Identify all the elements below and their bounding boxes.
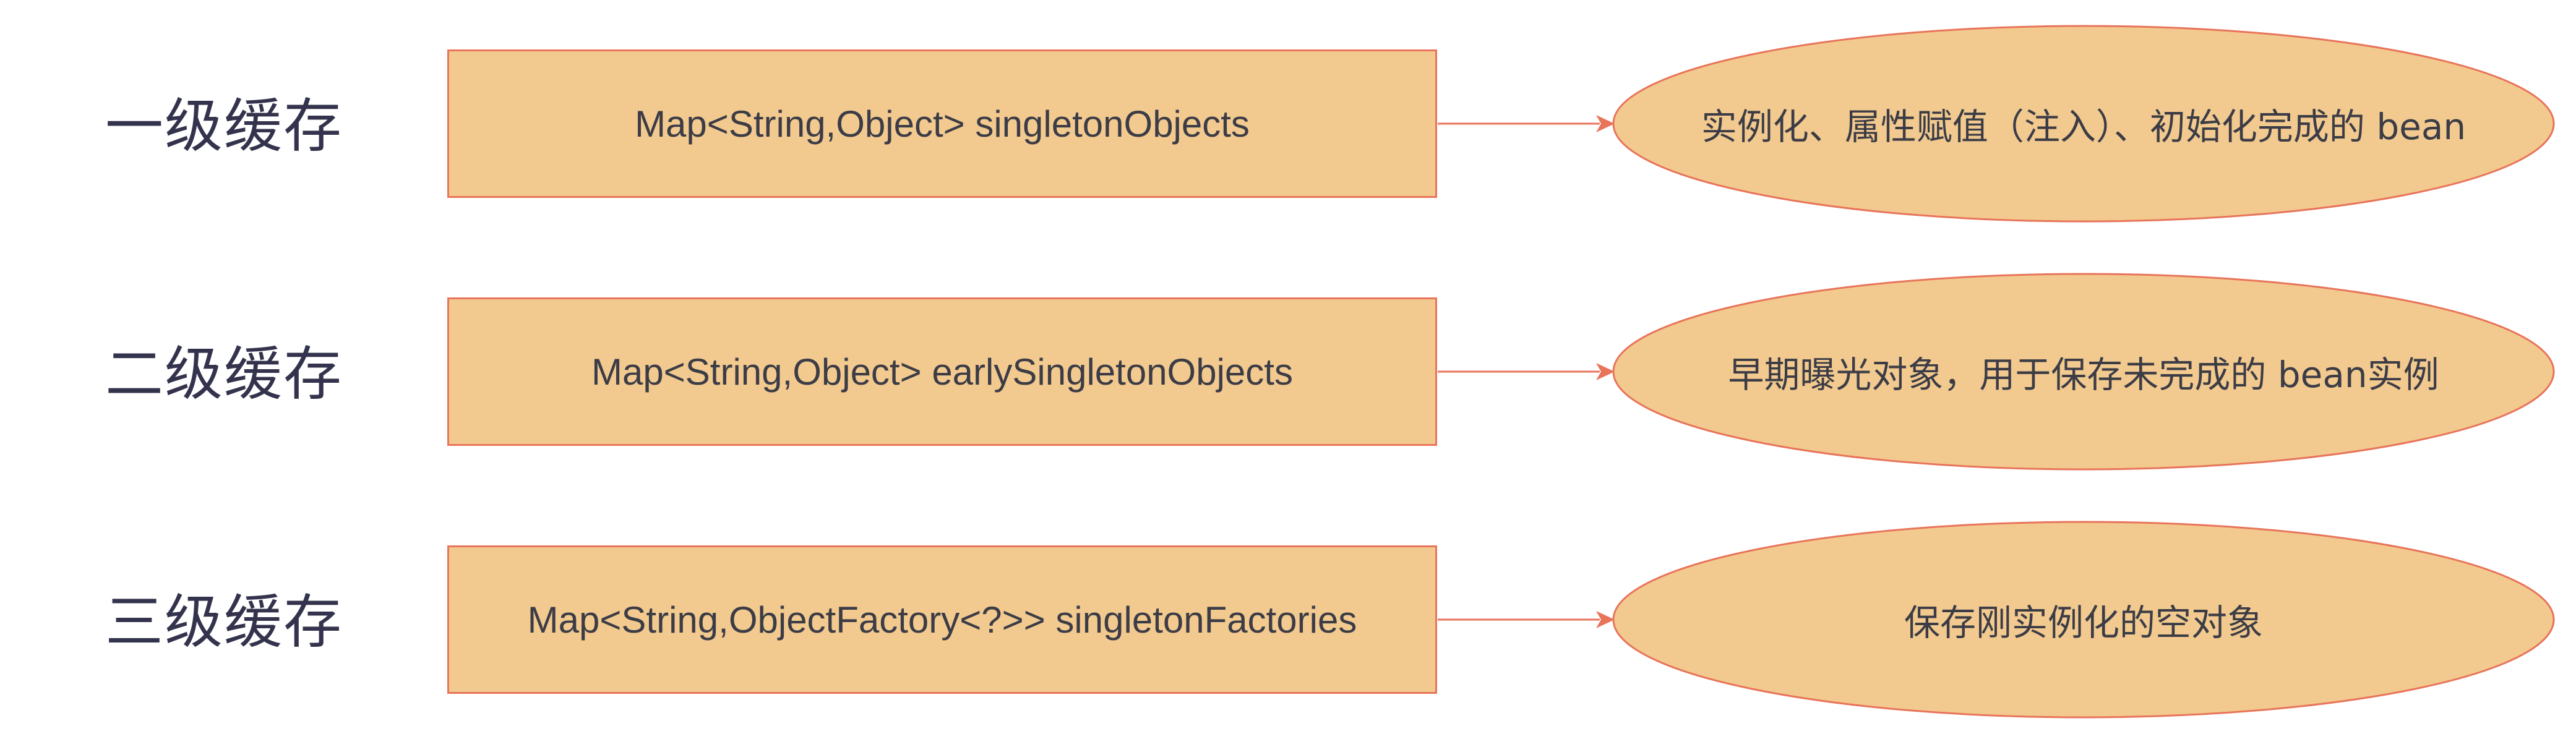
tier-arrow (1438, 611, 1615, 628)
tier-level-label: 二级缓存 (105, 341, 343, 408)
ellipse-shape (1612, 273, 2555, 471)
arrow-head (1596, 611, 1615, 628)
tier-arrow (1438, 115, 1615, 132)
tier-description-text: 早期曝光对象，用于保存未完成的 bean实例 (1728, 354, 2439, 396)
tier-description-text: 实例化、属性赋值（注入）、初始化完成的 bean (1701, 106, 2467, 148)
arrow-head (1596, 115, 1615, 132)
arrow-head (1596, 363, 1615, 380)
tier-description-ellipse (1612, 521, 2555, 719)
tier-description-text: 保存刚实例化的空对象 (1904, 602, 2263, 644)
tier-row-1: 一级缓存 Map<String,Object> singletonObjects… (0, 25, 2576, 229)
tier-description-ellipse (1612, 25, 2555, 223)
tier-level-label: 一级缓存 (105, 93, 343, 160)
tier-arrow (1438, 363, 1615, 380)
ellipse-shape (1612, 25, 2555, 223)
tier-row-3: 三级缓存 Map<String,ObjectFactory<?>> single… (0, 521, 2576, 725)
tier-row-2: 二级缓存 Map<String,Object> earlySingletonOb… (0, 273, 2576, 477)
tier-map-box: Map<String,Object> earlySingletonObjects (447, 297, 1437, 446)
tier-description-ellipse (1612, 273, 2555, 471)
tier-level-label: 三级缓存 (105, 589, 343, 656)
ellipse-shape (1612, 521, 2555, 719)
tier-map-box: Map<String,ObjectFactory<?>> singletonFa… (447, 545, 1437, 694)
tier-map-box: Map<String,Object> singletonObjects (447, 49, 1437, 198)
